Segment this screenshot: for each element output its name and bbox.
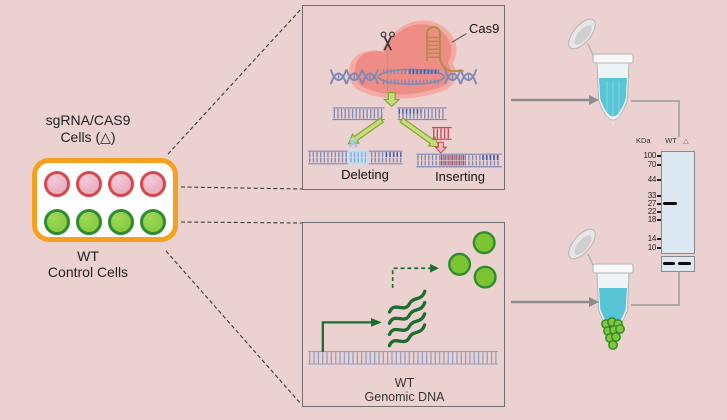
deletion-x-mark xyxy=(348,137,359,148)
wt-genomic-dna-label-line1: WT xyxy=(394,376,415,390)
gel-marker-tick xyxy=(657,211,661,213)
wt-genomic-dna-label: WT Genomic DNA xyxy=(332,376,477,404)
wt-product-cells xyxy=(448,231,497,289)
inserting-path-arrow xyxy=(399,117,440,148)
insert-arrow xyxy=(434,141,448,154)
wt-control-cells-label: WT Control Cells xyxy=(10,248,166,280)
protein-band-wt xyxy=(663,201,677,205)
gel-marker-row: 44 xyxy=(633,176,661,185)
gel-marker-label: 70 xyxy=(647,160,657,169)
gel-marker-label: 22 xyxy=(647,207,657,216)
tube-rim xyxy=(592,53,634,64)
wt-control-cell xyxy=(108,209,134,235)
deleting-path-arrow xyxy=(347,117,385,145)
inserted-dna-strand xyxy=(416,153,502,168)
tube-rim xyxy=(592,263,634,274)
loading-band-wt xyxy=(663,261,675,265)
gel-marker-row: 70 xyxy=(633,161,661,170)
gel-marker-label: 10 xyxy=(647,243,657,252)
insert-dna-fragment xyxy=(432,127,452,154)
wt-genomic-dna-box xyxy=(302,222,505,407)
gel-marker-label: 27 xyxy=(647,199,657,208)
gel-marker-row: 100 xyxy=(633,152,661,161)
cell-pellet xyxy=(601,317,625,350)
wt-genomic-dna-label-line2: Genomic DNA xyxy=(364,390,445,404)
gel-marker-label: 14 xyxy=(647,234,657,243)
gel-marker-row: 27 xyxy=(633,200,661,209)
gel-lane-label-delta: △ xyxy=(683,137,689,145)
wt-control-cell xyxy=(44,209,70,235)
dashed-line-green-to-box-top xyxy=(180,221,303,224)
gel-lane-label-wt: WT xyxy=(665,136,677,145)
gel-marker-tick xyxy=(657,164,661,166)
scissors-icon xyxy=(380,31,395,51)
tube-liquid xyxy=(599,288,627,327)
sgrna-cas9-cells-label-line2: Cells (△) xyxy=(60,129,116,145)
gel-marker-row: 33 xyxy=(633,192,661,201)
gel-marker-row: 14 xyxy=(633,235,661,244)
gel-marker-label: 100 xyxy=(643,151,657,160)
gel-marker-tick xyxy=(657,195,661,197)
gel-marker-tick xyxy=(657,219,661,221)
gel-marker-label: 18 xyxy=(647,215,657,224)
deleted-dna-strand xyxy=(308,137,403,166)
tube-lid xyxy=(568,18,596,56)
mrna-transcripts xyxy=(387,289,427,348)
sgrna-hairpin xyxy=(426,25,464,72)
tube-liquid xyxy=(599,78,627,117)
sgrna-cas9-cells-label: sgRNA/CAS9 Cells (△) xyxy=(10,112,166,146)
translation-dashed-arrow xyxy=(391,263,439,288)
cut-dna-fragments xyxy=(332,107,447,121)
cas9-pointer-line xyxy=(451,33,467,43)
gel-marker-row: 22 xyxy=(633,208,661,217)
wt-control-cells-label-line1: WT xyxy=(77,248,99,264)
dna-helix xyxy=(329,68,478,85)
dashed-line-green-to-box-bottom xyxy=(165,250,302,405)
dashed-line-pink-to-box-bottom xyxy=(180,186,303,190)
gel-marker-tick xyxy=(657,247,661,249)
sgrna-cas9-cell xyxy=(44,171,70,197)
sgrna-cas9-cells-label-line1: sgRNA/CAS9 xyxy=(45,112,131,128)
sample-tube-top xyxy=(568,18,634,126)
cut-result-arrow xyxy=(382,91,401,108)
tube-lid xyxy=(568,228,596,266)
gel-marker-tick xyxy=(657,203,661,205)
gel-marker-label: 33 xyxy=(647,191,657,200)
gel-marker-tick xyxy=(657,155,661,157)
cas9-editing-illustration xyxy=(308,20,502,168)
sgrna-cas9-cell xyxy=(108,171,134,197)
wt-control-cells-label-line2: Control Cells xyxy=(47,264,129,280)
sgrna-cas9-cell xyxy=(76,171,102,197)
gel-marker-tick xyxy=(657,238,661,240)
gel-marker-row: 18 xyxy=(633,216,661,225)
gel-marker-tick xyxy=(657,179,661,181)
gel-marker-row: 10 xyxy=(633,244,661,253)
sgrna-cas9-cell xyxy=(140,171,166,197)
genomic-dna-strand xyxy=(308,350,498,365)
wt-genomic-illustration xyxy=(308,231,498,365)
gel-unit-label: KDa xyxy=(636,136,651,145)
sample-tube-bottom xyxy=(568,228,634,350)
transcription-arrow xyxy=(321,317,382,352)
culture-plate xyxy=(32,158,178,242)
wt-control-cell xyxy=(140,209,166,235)
deleting-label: Deleting xyxy=(341,167,389,182)
wt-control-cell xyxy=(76,209,102,235)
dashed-line-pink-to-box-top xyxy=(167,7,303,155)
inserting-label: Inserting xyxy=(435,169,485,184)
cas9-editing-box xyxy=(302,5,505,190)
gel-marker-label: 44 xyxy=(647,175,657,184)
loading-band-delta xyxy=(678,261,691,265)
cas9-label: Cas9 xyxy=(469,21,500,36)
